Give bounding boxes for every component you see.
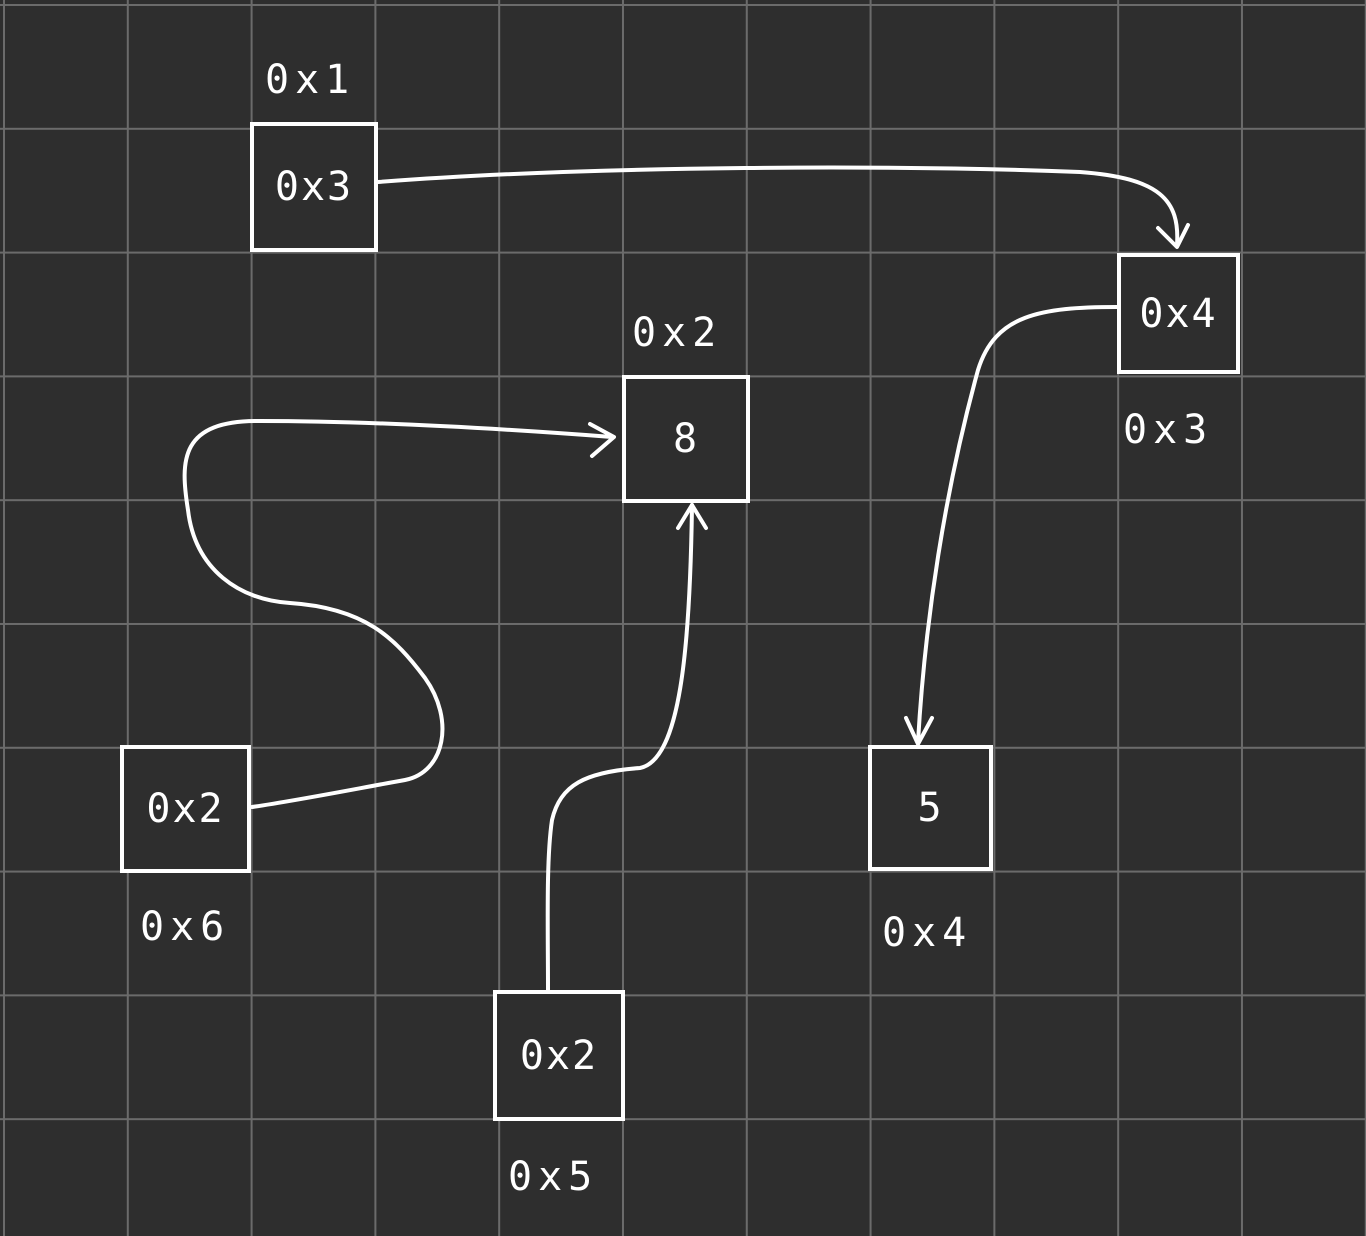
node-box: 8	[622, 375, 750, 503]
node-box: 0x2	[120, 745, 251, 873]
arrowhead-0x3-to-0x4	[904, 716, 934, 746]
node-value: 0x2	[519, 1032, 599, 1079]
node-address-label: 0x3	[1123, 407, 1214, 453]
node-box: 0x3	[250, 122, 378, 252]
node-value: 0x4	[1139, 290, 1218, 337]
arrowhead-0x1-to-0x3	[1156, 223, 1190, 249]
node-address-label: 0x2	[632, 310, 723, 356]
node-address-label: 0x5	[508, 1154, 599, 1200]
node-address-label: 0x6	[140, 904, 231, 950]
arrow-0x5-to-0x2	[545, 503, 694, 992]
arrow-0x3-to-0x4	[916, 305, 1119, 744]
arrow-0x6-to-0x2	[182, 418, 614, 809]
node-address-label: 0x1	[265, 57, 356, 103]
node-value: 8	[672, 416, 700, 462]
node-box: 0x2	[493, 990, 625, 1121]
arrowhead-0x6-to-0x2	[588, 422, 616, 458]
node-value: 0x3	[274, 164, 354, 210]
node-value: 0x2	[146, 786, 225, 832]
node-box: 0x4	[1117, 253, 1240, 374]
arrowhead-0x5-to-0x2	[676, 503, 708, 530]
node-address-label: 0x4	[882, 910, 973, 956]
node-value: 5	[917, 785, 944, 831]
arrow-0x1-to-0x3	[376, 165, 1180, 247]
node-box: 5	[868, 745, 993, 871]
